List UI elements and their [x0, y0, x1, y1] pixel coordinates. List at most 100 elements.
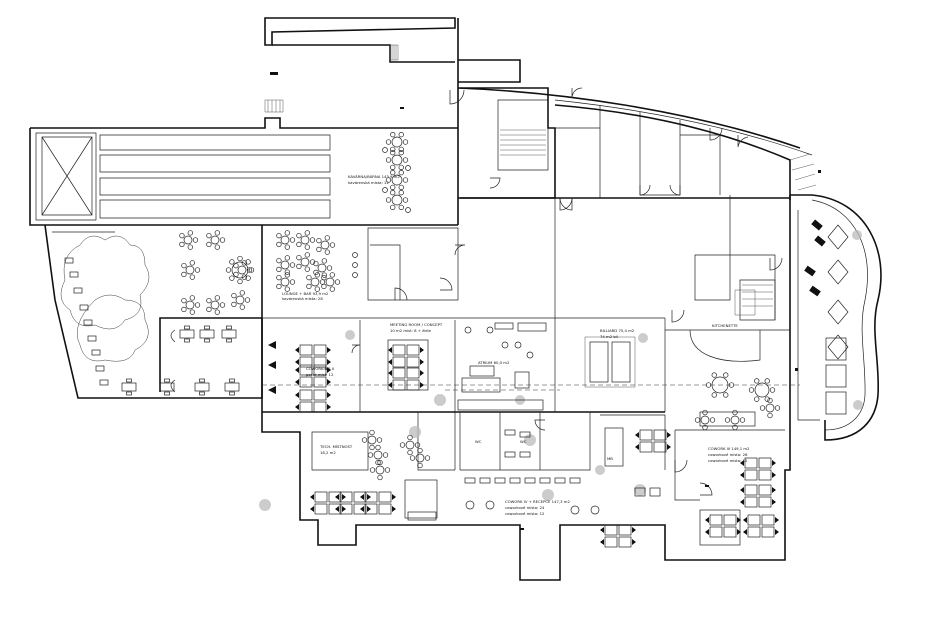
desk-icon: [299, 389, 313, 401]
chair-icon: [388, 347, 424, 365]
chair-icon: [352, 272, 358, 278]
chair-icon: [179, 241, 185, 248]
room-label-cowork-left-sub: počet míst: 12: [306, 372, 334, 377]
bench-icon: [64, 257, 74, 264]
chair-icon: [743, 517, 779, 535]
round-table-icon: [391, 136, 403, 148]
room-label-kitchenette: KITCHENETTE: [712, 323, 738, 328]
desk-icon: [504, 451, 516, 458]
bench-icon: [91, 349, 101, 356]
billiard-table-icon: [589, 341, 609, 383]
desk-icon: [519, 451, 531, 458]
chair-icon: [384, 467, 391, 473]
chair-icon: [390, 204, 396, 211]
desk-icon: [723, 526, 737, 538]
chair-icon: [204, 325, 210, 330]
desk-icon: [364, 491, 378, 503]
chair-icon: [309, 237, 316, 243]
chair-icon: [723, 392, 729, 398]
desk-icon: [313, 364, 327, 376]
chair-icon: [767, 397, 773, 404]
chair-icon: [526, 351, 534, 359]
chair-icon: [304, 244, 310, 250]
chair-icon: [417, 447, 423, 454]
chair-icon: [382, 187, 388, 193]
room-label-meeting-sub: 10 m2 míst: 8 + židle: [390, 328, 432, 333]
chair-icon: [329, 286, 335, 292]
chair-icon: [754, 378, 760, 384]
chair-icon: [764, 378, 770, 384]
chair-icon: [241, 274, 247, 280]
room-labels: KAVÁRNA/BÁRNA 143,9 m2 kavárenská místa:…: [282, 174, 750, 516]
chair-icon: [705, 517, 741, 535]
desk-icon: [747, 514, 761, 526]
furniture-layer: [64, 131, 781, 548]
desk-icon: [299, 401, 313, 413]
chair-icon: [229, 259, 235, 265]
desk-icon: [313, 389, 327, 401]
desk-icon: [504, 429, 516, 436]
chair-icon: [304, 266, 310, 272]
room-label-cowork-main: COWORK IV + RECEPCE 147,3 m2: [505, 499, 570, 504]
chair-icon: [164, 378, 170, 383]
chair-icon: [276, 274, 282, 281]
chair-icon: [485, 500, 495, 510]
round-table-icon: [185, 300, 195, 310]
chair-icon: [409, 455, 416, 461]
chair-icon: [600, 527, 636, 545]
chair-icon: [229, 275, 235, 281]
desk-icon: [221, 329, 237, 339]
desk-icon: [604, 536, 618, 548]
chair-icon: [635, 432, 671, 450]
chair-icon: [402, 177, 409, 183]
round-table-icon: [325, 277, 335, 287]
chair-icon: [465, 500, 475, 510]
chair-icon: [398, 149, 404, 156]
chair-icon: [276, 266, 282, 273]
room-label-cowork-left: COWORKING II: [306, 366, 334, 371]
round-table-icon: [320, 240, 330, 250]
round-table-icon: [231, 261, 249, 279]
chair-icon: [361, 437, 368, 443]
chair-icon: [711, 372, 717, 378]
room-label-mb: MB: [607, 456, 613, 461]
chair-icon: [369, 444, 375, 451]
desk-icon: [159, 382, 175, 392]
chair-icon: [248, 267, 255, 273]
chair-icon: [329, 242, 336, 248]
chair-icon: [324, 249, 330, 255]
round-table-icon: [765, 403, 775, 413]
desk-icon: [339, 491, 353, 503]
room-label-billiard: BILLIARD 75,4 m2: [600, 328, 635, 333]
chair-icon: [748, 387, 755, 393]
chair-icon: [306, 283, 312, 290]
desk-icon: [378, 491, 392, 503]
chair-icon: [194, 267, 201, 273]
chair-icon: [375, 444, 381, 451]
chair-icon: [385, 139, 392, 145]
chair-icon: [398, 146, 404, 153]
chair-icon: [316, 237, 322, 244]
round-table-icon: [300, 257, 310, 267]
desk-icon: [744, 484, 758, 496]
chair-icon: [187, 244, 193, 250]
chair-icon: [214, 244, 220, 250]
chair-icon: [390, 164, 396, 171]
chair-icon: [241, 260, 247, 266]
desk-icon: [194, 382, 210, 392]
chair-icon: [398, 204, 404, 211]
chair-icon: [206, 232, 212, 239]
chair-icon: [385, 157, 392, 163]
round-table-icon: [280, 235, 290, 245]
chair-icon: [724, 417, 731, 423]
chair-icon: [390, 169, 396, 176]
round-table-icon: [237, 265, 247, 275]
desk-icon: [618, 536, 632, 548]
chair-icon: [732, 424, 738, 431]
chair-icon: [181, 271, 187, 278]
chair-icon: [335, 494, 371, 512]
round-table-icon: [317, 263, 327, 273]
meeting-table-icon: [387, 339, 429, 391]
plant-icon: [259, 230, 863, 511]
